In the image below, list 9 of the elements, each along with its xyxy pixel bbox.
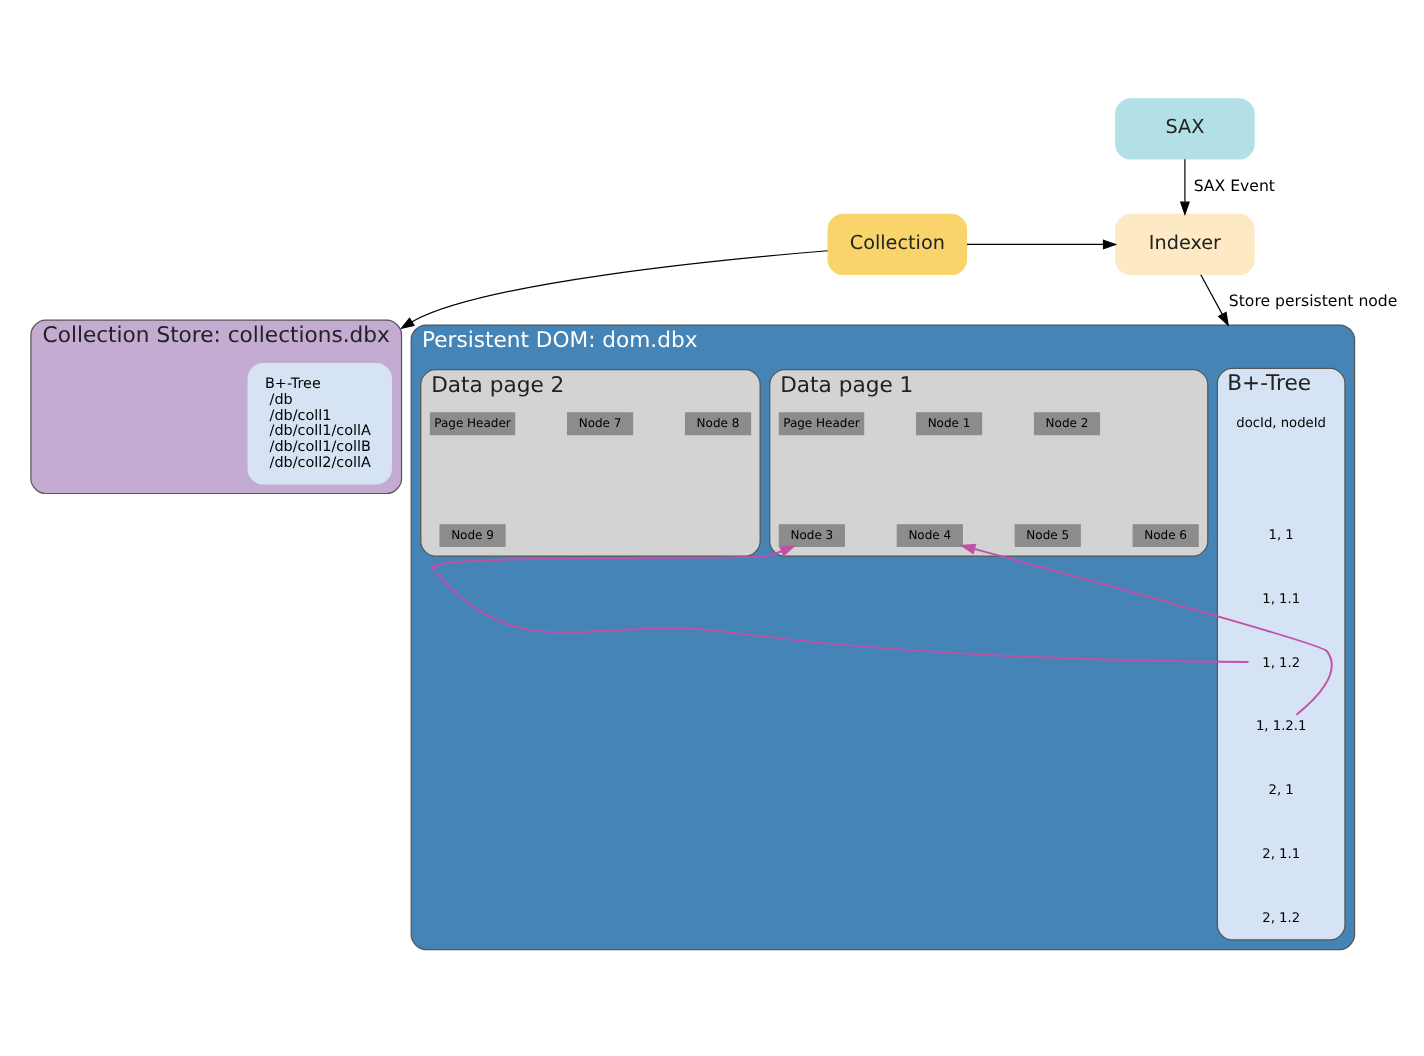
arrow: [1179, 157, 1190, 215]
arrow: [966, 238, 1118, 249]
node-box: Indexer: [1115, 212, 1255, 275]
arrow: [400, 249, 829, 329]
arrow: [431, 544, 1250, 662]
arrow: [959, 542, 1333, 715]
node-box: Collection: [827, 212, 968, 275]
arrow: [1200, 273, 1229, 326]
node-box: SAX: [1115, 97, 1255, 159]
